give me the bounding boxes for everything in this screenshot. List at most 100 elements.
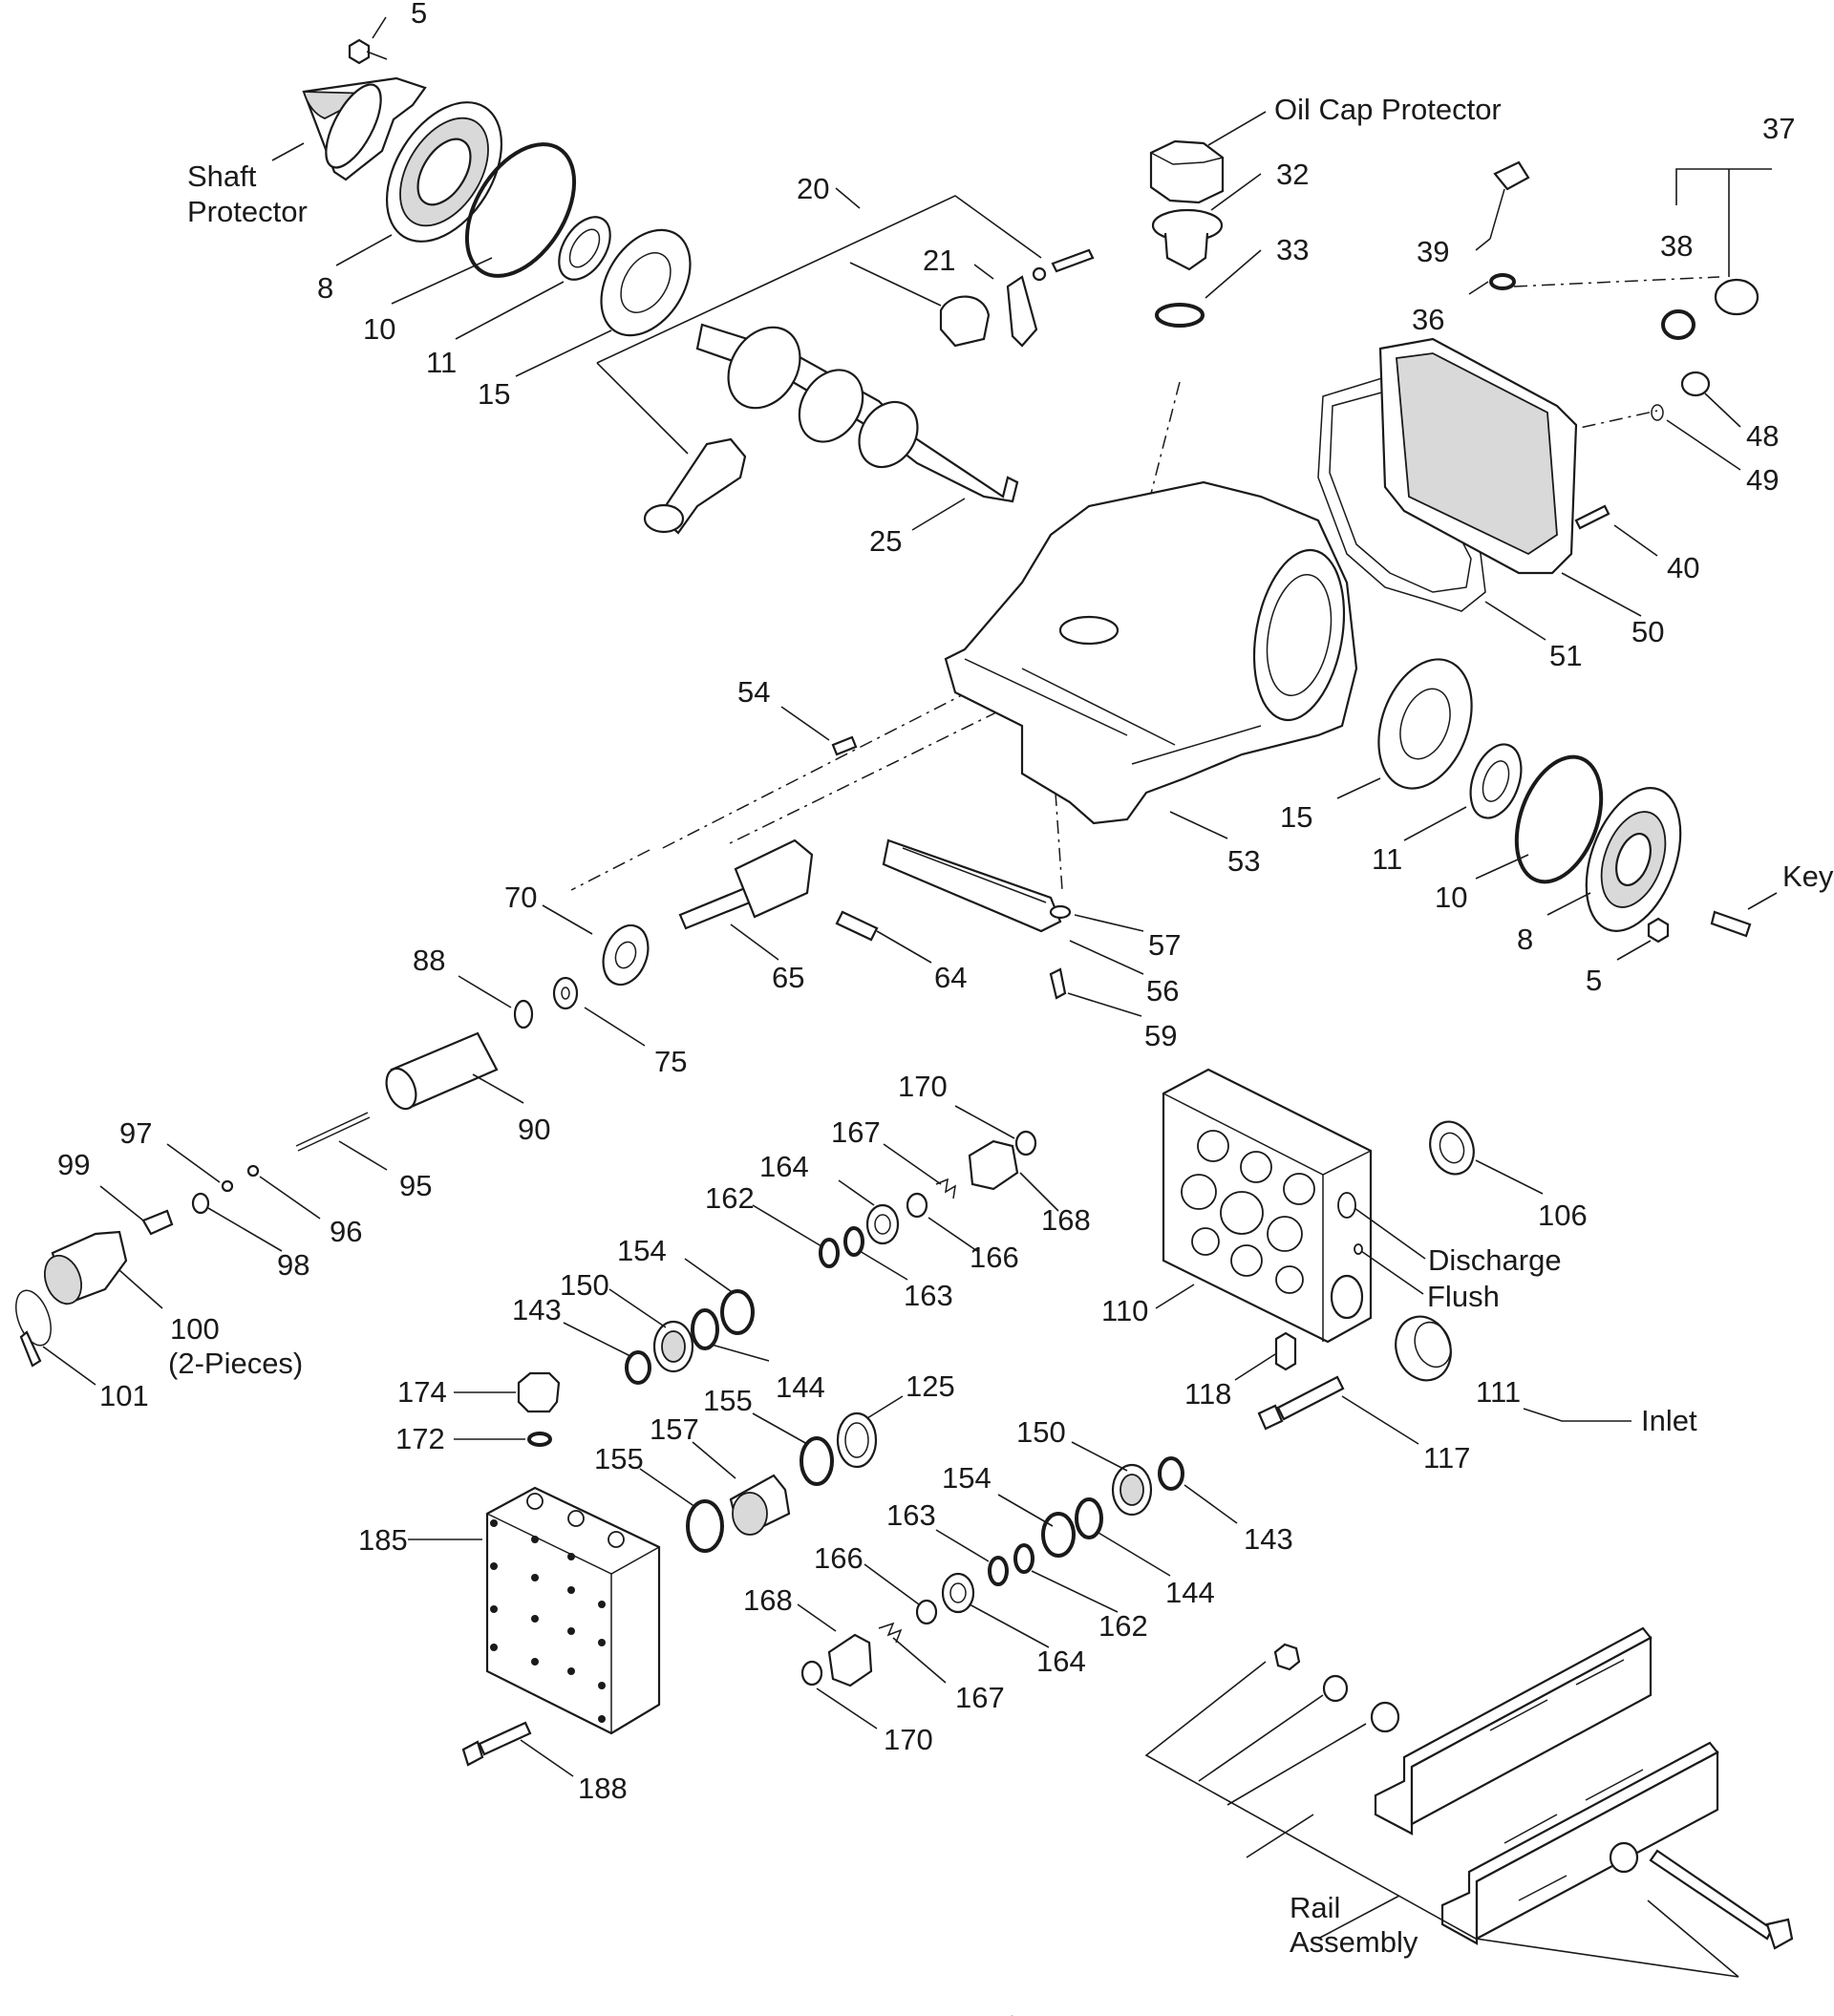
leader-lines <box>42 16 1778 1858</box>
valve-168-lower <box>827 1633 873 1687</box>
label-20: 20 <box>797 172 829 205</box>
oil-cap-protector-part <box>1149 139 1225 204</box>
label-10-top: 10 <box>363 312 395 346</box>
screw-59 <box>1049 967 1067 1000</box>
stud-95 <box>295 1112 371 1152</box>
label-163-upper: 163 <box>904 1279 953 1312</box>
label-144-lower: 144 <box>1165 1576 1215 1609</box>
oring-38 <box>1661 309 1695 340</box>
rail-assembly-part <box>1374 1626 1719 1945</box>
assembly-axes <box>570 276 1720 2016</box>
label-59: 59 <box>1144 1019 1177 1052</box>
label-155-lower: 155 <box>594 1442 644 1475</box>
label-118: 118 <box>1184 1377 1231 1411</box>
label-56: 56 <box>1146 974 1179 1008</box>
callout-labels: 5 Shaft Protector 8 10 11 15 20 21 25 Oi… <box>57 0 1834 1959</box>
label-188: 188 <box>578 1772 628 1805</box>
label-110: 110 <box>1101 1294 1148 1327</box>
label-oil-cap-protector: Oil Cap Protector <box>1274 93 1502 126</box>
label-inlet: Inlet <box>1641 1404 1697 1437</box>
cover-50 <box>1378 337 1578 575</box>
label-rail-line2: Assembly <box>1290 1925 1418 1959</box>
label-90: 90 <box>518 1113 550 1146</box>
label-168-lower: 168 <box>743 1583 793 1617</box>
label-11-top: 11 <box>426 346 457 379</box>
seal-11-top <box>558 216 611 281</box>
label-discharge: Discharge <box>1428 1243 1562 1277</box>
washer-170-upper <box>1014 1130 1037 1157</box>
label-8-top: 8 <box>317 271 333 305</box>
oring-10-right <box>1514 754 1604 884</box>
connecting-rod-part <box>643 437 747 535</box>
label-100-note: (2-Pieces) <box>168 1347 303 1380</box>
rod-cap-21 <box>939 275 1038 348</box>
label-185: 185 <box>358 1523 408 1557</box>
washer-98 <box>191 1192 210 1215</box>
oring-162-lower <box>1013 1543 1034 1574</box>
label-96: 96 <box>330 1215 362 1248</box>
label-21: 21 <box>923 244 955 277</box>
label-53: 53 <box>1227 844 1260 878</box>
valve-block-110 <box>1162 1068 1373 1344</box>
label-174: 174 <box>397 1375 447 1409</box>
label-11-right: 11 <box>1372 842 1402 876</box>
bolt-5-top <box>348 38 388 65</box>
spring-167-lower <box>878 1622 903 1644</box>
oring-144-upper <box>691 1308 719 1350</box>
bolt-20 <box>1032 248 1095 282</box>
label-150-upper: 150 <box>560 1268 609 1302</box>
rail-hardware <box>1273 1643 1794 1950</box>
washer-75 <box>552 976 579 1010</box>
clip-101 <box>15 1289 52 1368</box>
label-170-upper: 170 <box>898 1070 948 1103</box>
bearing-cover-8-right <box>1585 787 1682 932</box>
label-50: 50 <box>1631 615 1664 648</box>
plug-48 <box>1680 371 1711 397</box>
washer-97 <box>221 1179 234 1193</box>
bolt-188 <box>461 1721 532 1767</box>
oring-154-lower <box>1041 1512 1076 1558</box>
oring-49 <box>1651 404 1664 421</box>
label-95: 95 <box>399 1169 432 1202</box>
label-143-lower: 143 <box>1244 1522 1293 1556</box>
oring-33 <box>1155 303 1205 328</box>
label-48: 48 <box>1746 419 1779 453</box>
valve-seat-164-lower <box>941 1572 975 1614</box>
oring-163-upper <box>843 1226 864 1257</box>
valve-seat-164-upper <box>865 1203 900 1245</box>
label-88: 88 <box>413 944 445 977</box>
crankshaft-25 <box>695 323 1019 503</box>
dipstick-39 <box>1489 160 1530 240</box>
label-100: 100 <box>170 1312 220 1346</box>
label-164-upper: 164 <box>759 1150 809 1183</box>
label-154-lower: 154 <box>942 1461 992 1495</box>
label-shaft-protector-line2: Protector <box>187 195 308 228</box>
bearing-15-top <box>600 228 692 337</box>
label-rail-line1: Rail <box>1290 1891 1340 1924</box>
fitting-118 <box>1274 1331 1297 1371</box>
label-5-right: 5 <box>1586 964 1602 997</box>
oring-144-lower <box>1075 1497 1103 1539</box>
washer-88 <box>513 999 534 1029</box>
label-65: 65 <box>772 961 804 994</box>
label-25: 25 <box>869 524 902 558</box>
label-99: 99 <box>57 1148 90 1181</box>
plug-37 <box>1714 278 1759 316</box>
oring-143-upper <box>625 1350 651 1385</box>
label-37: 37 <box>1762 112 1795 145</box>
bearing-15-right <box>1377 658 1473 790</box>
pin-64 <box>835 910 879 942</box>
bolt-5-right <box>1647 917 1670 944</box>
label-150-lower: 150 <box>1016 1415 1066 1449</box>
label-157: 157 <box>650 1412 699 1446</box>
label-166-lower: 166 <box>814 1541 864 1575</box>
label-172: 172 <box>395 1422 445 1455</box>
label-70: 70 <box>504 881 537 914</box>
label-5-top: 5 <box>411 0 427 30</box>
washer-166-upper <box>906 1192 928 1219</box>
bolt-99 <box>141 1209 174 1236</box>
label-38: 38 <box>1660 229 1693 263</box>
label-32: 32 <box>1276 158 1309 191</box>
key-part <box>1710 910 1752 938</box>
